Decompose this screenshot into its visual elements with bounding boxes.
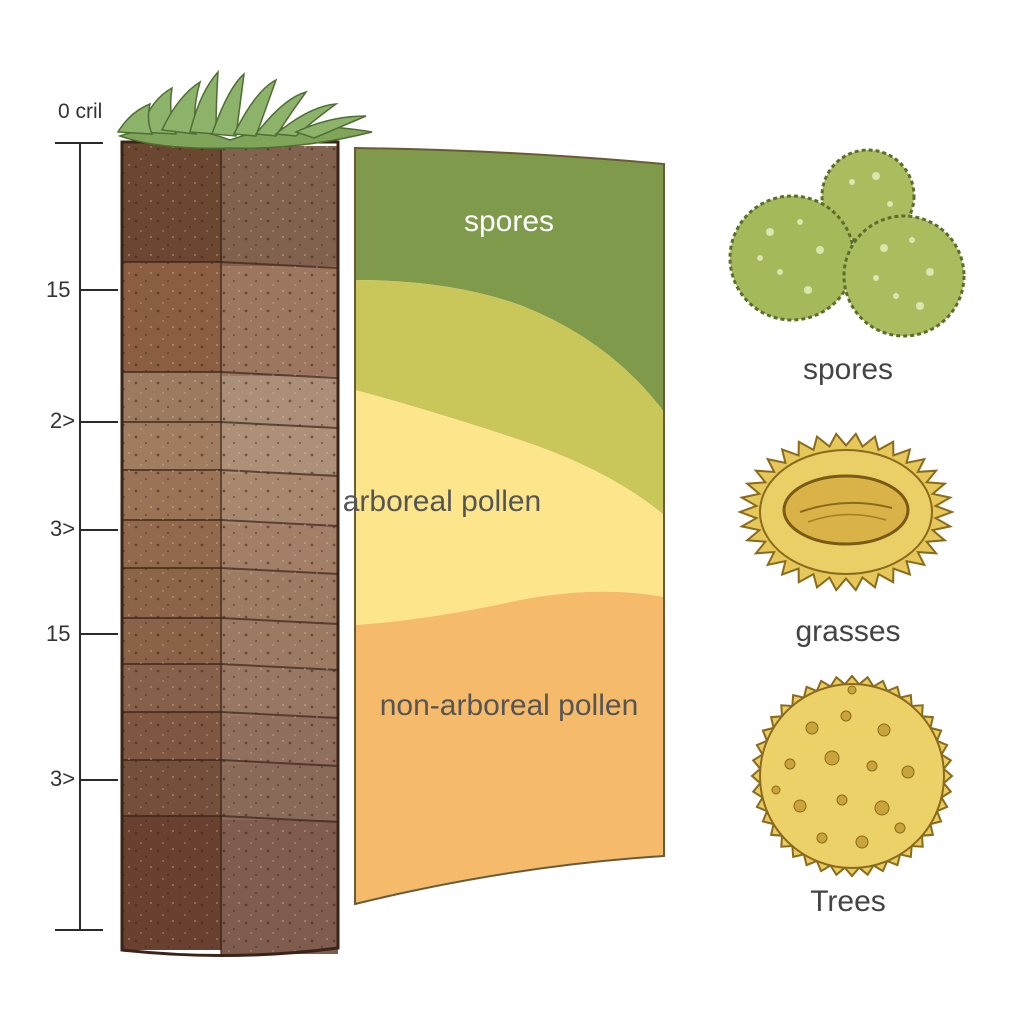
grain-label-spores: spores	[802, 353, 894, 386]
depth-top-label: 0 cril	[58, 100, 103, 123]
depth-tick-label-4: 15	[46, 621, 71, 646]
grass-pollen-icon	[737, 432, 955, 592]
depth-tick-label-5: 3>	[50, 766, 76, 791]
soil-core-outline	[120, 140, 340, 958]
band-arboreal-green	[355, 280, 664, 515]
grain-label-grasses: grasses	[795, 615, 901, 648]
band-non-arboreal	[355, 591, 664, 904]
band-spores	[355, 148, 664, 412]
band-label-non-arboreal-pollen: non-arboreal pollen	[379, 689, 639, 722]
depth-scale	[55, 142, 118, 931]
grass-tuft	[116, 69, 373, 149]
soil-speckle-texture	[122, 142, 338, 954]
spore-cluster-icon	[728, 148, 966, 338]
pollen-zonation-chart	[354, 146, 665, 906]
soil-core	[116, 69, 373, 958]
depth-tick-label-2: 2>	[50, 408, 76, 433]
band-label-arboreal-pollen: arboreal pollen	[342, 485, 542, 518]
depth-tick-label-1: 15	[46, 277, 71, 302]
depth-tick-label-3: 3>	[50, 516, 76, 541]
band-arboreal-yellow	[355, 390, 664, 625]
grain-label-trees: Trees	[810, 885, 886, 918]
tree-pollen-icon	[750, 674, 954, 878]
band-label-spores: spores	[463, 205, 555, 238]
pollen-chart-outline	[354, 146, 665, 906]
